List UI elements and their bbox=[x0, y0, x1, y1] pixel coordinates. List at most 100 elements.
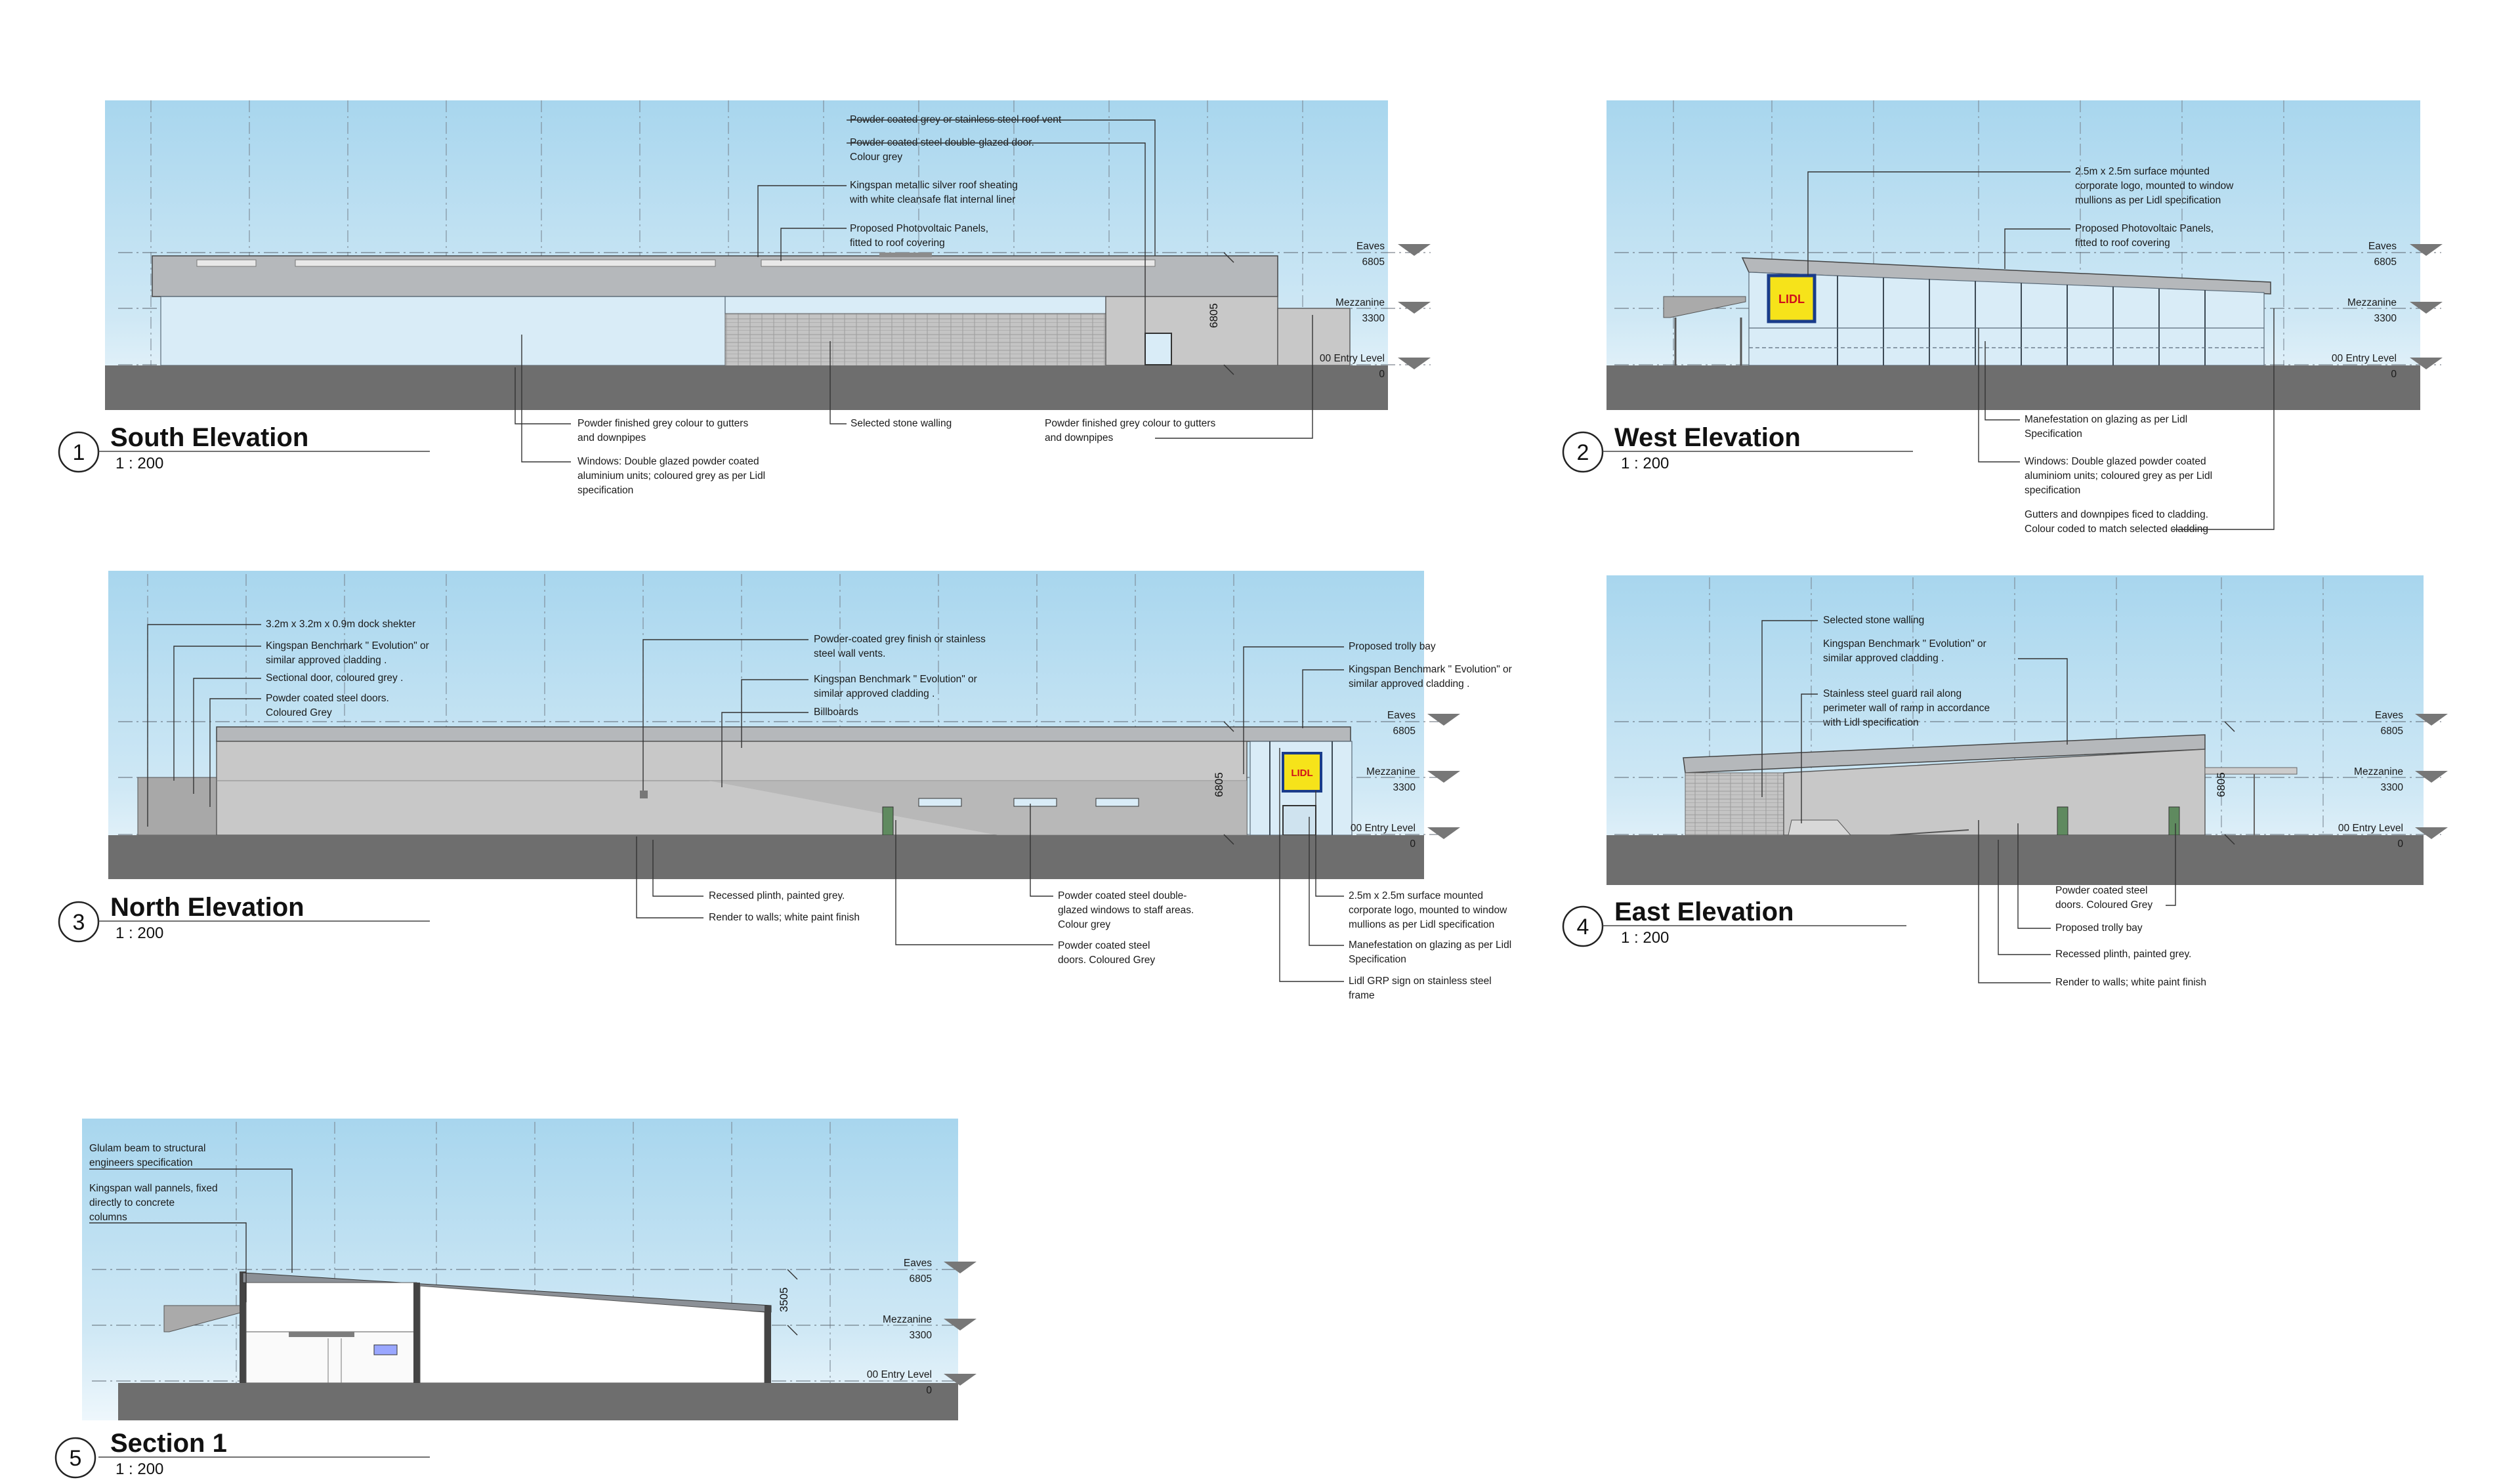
svg-text:Proposed trolly bay: Proposed trolly bay bbox=[1349, 641, 1436, 652]
svg-text:Glulam beam to structural: Glulam beam to structural bbox=[89, 1143, 205, 1154]
svg-text:Eaves: Eaves bbox=[2368, 241, 2397, 252]
building-east bbox=[1683, 734, 2298, 836]
level-markers: Eaves 6805 Mezzanine 3300 00 Entry Level… bbox=[867, 1258, 976, 1396]
svg-text:Coloured Grey: Coloured Grey bbox=[266, 707, 332, 718]
svg-text:Powder coated steel: Powder coated steel bbox=[1058, 940, 1150, 951]
svg-text:Eaves: Eaves bbox=[1356, 241, 1385, 252]
corporate-logo-icon: LIDL bbox=[1291, 768, 1312, 779]
svg-text:Kingspan metallic silver roof: Kingspan metallic silver roof sheating bbox=[850, 180, 1018, 191]
svg-text:3300: 3300 bbox=[1362, 313, 1385, 324]
svg-text:Selected stone walling: Selected stone walling bbox=[1823, 615, 1924, 626]
svg-text:2: 2 bbox=[1577, 440, 1589, 465]
svg-text:and downpipes: and downpipes bbox=[1045, 432, 1114, 443]
svg-text:specification: specification bbox=[2025, 485, 2080, 496]
svg-text:North Elevation: North Elevation bbox=[110, 893, 304, 922]
annotations: Powder coated grey or stainless steel ro… bbox=[514, 114, 1313, 496]
svg-text:steel wall vents.: steel wall vents. bbox=[814, 648, 885, 659]
svg-text:similar approved cladding .: similar approved cladding . bbox=[1823, 653, 1944, 664]
svg-text:corporate logo, mounted to win: corporate logo, mounted to window bbox=[1349, 905, 1507, 916]
svg-text:doors. Coloured Grey: doors. Coloured Grey bbox=[2055, 899, 2152, 911]
svg-text:West Elevation: West Elevation bbox=[1614, 423, 1801, 452]
svg-text:corporate logo, mounted to win: corporate logo, mounted to window bbox=[2075, 180, 2234, 192]
svg-text:East Elevation: East Elevation bbox=[1614, 897, 1794, 926]
svg-text:0: 0 bbox=[926, 1385, 932, 1396]
svg-text:Colour coded to match selected: Colour coded to match selected cladding bbox=[2025, 524, 2208, 535]
view-title-block: 5 Section 1 1 : 200 bbox=[54, 1429, 430, 1479]
view-title-block: 4 East Elevation 1 : 200 bbox=[1562, 897, 1906, 947]
svg-text:Eaves: Eaves bbox=[2375, 710, 2403, 721]
svg-text:Powder coated steel double-: Powder coated steel double- bbox=[1058, 890, 1186, 901]
svg-text:similar approved cladding .: similar approved cladding . bbox=[814, 688, 934, 699]
svg-text:3300: 3300 bbox=[2381, 782, 2404, 793]
svg-text:6805: 6805 bbox=[2381, 726, 2403, 737]
dimension-label: 6805 bbox=[1213, 772, 1225, 797]
ground-section bbox=[108, 835, 1424, 879]
svg-text:5: 5 bbox=[70, 1446, 82, 1471]
svg-text:Section 1: Section 1 bbox=[110, 1429, 227, 1458]
view-north-elevation: LIDL 6805 Eaves 6805 Mezzanine 3300 00 E… bbox=[58, 571, 1512, 1001]
svg-text:Mezzanine: Mezzanine bbox=[2354, 766, 2403, 777]
svg-text:Kingspan Benchmark " Evolutio: Kingspan Benchmark " Evolution" or bbox=[1349, 664, 1512, 675]
svg-text:specification: specification bbox=[578, 485, 633, 496]
corporate-logo-icon: LIDL bbox=[1778, 293, 1805, 306]
svg-text:6805: 6805 bbox=[2374, 257, 2397, 268]
svg-text:perimeter wall of ramp in acco: perimeter wall of ramp in accordance bbox=[1823, 703, 1990, 714]
view-west-elevation: LIDL Eaves 6805 Mezzanine 3300 00 Entry … bbox=[1562, 100, 2443, 535]
svg-text:00 Entry Level: 00 Entry Level bbox=[2338, 823, 2403, 834]
svg-text:Windows: Double glazed powder: Windows: Double glazed powder coated bbox=[2025, 456, 2206, 467]
svg-text:1: 1 bbox=[73, 440, 85, 465]
svg-text:Powder coated steel doors.: Powder coated steel doors. bbox=[266, 693, 389, 704]
svg-text:Specification: Specification bbox=[1349, 954, 1406, 965]
building-section bbox=[163, 1271, 772, 1384]
svg-text:Stainless steel guard rail alo: Stainless steel guard rail along bbox=[1823, 688, 1962, 699]
svg-text:2.5m x 2.5m surface mounted: 2.5m x 2.5m surface mounted bbox=[1349, 890, 1483, 901]
svg-text:Mezzanine: Mezzanine bbox=[1366, 766, 1416, 777]
svg-text:fitted to roof covering: fitted to roof covering bbox=[2075, 237, 2170, 249]
svg-text:Proposed trolly bay: Proposed trolly bay bbox=[2055, 922, 2143, 934]
svg-text:aluminiom units; coloured grey: aluminiom units; coloured grey as per Li… bbox=[2025, 470, 2212, 482]
svg-text:Colour grey: Colour grey bbox=[1058, 919, 1110, 930]
svg-text:00 Entry Level: 00 Entry Level bbox=[2332, 353, 2397, 364]
ground-section bbox=[105, 365, 1388, 410]
svg-text:glazed windows to staff areas.: glazed windows to staff areas. bbox=[1058, 905, 1194, 916]
level-markers: Eaves 6805 Mezzanine 3300 00 Entry Level… bbox=[2332, 241, 2443, 380]
svg-text:3300: 3300 bbox=[910, 1330, 933, 1341]
svg-text:2.5m x 2.5m surface mounted: 2.5m x 2.5m surface mounted bbox=[2075, 166, 2210, 177]
svg-text:Manefestation on glazing as pe: Manefestation on glazing as per Lidl bbox=[1349, 939, 1511, 951]
svg-text:Proposed Photovoltaic Panels,: Proposed Photovoltaic Panels, bbox=[850, 223, 988, 234]
svg-text:Eaves: Eaves bbox=[904, 1258, 932, 1269]
svg-text:Lidl GRP sign on stainless ste: Lidl GRP sign on stainless steel bbox=[1349, 976, 1492, 987]
ground-section bbox=[1606, 835, 2424, 885]
svg-text:doors. Coloured Grey: doors. Coloured Grey bbox=[1058, 955, 1155, 966]
svg-text:Gutters and downpipes ficed to: Gutters and downpipes ficed to cladding. bbox=[2025, 509, 2208, 520]
svg-text:Powder coated steel: Powder coated steel bbox=[2055, 885, 2147, 896]
level-markers: Eaves 6805 Mezzanine 3300 00 Entry Level… bbox=[1320, 241, 1431, 380]
annotations: 3.2m x 3.2m x 0.9m dock shekter Kingspan… bbox=[147, 619, 1512, 1001]
svg-text:Kingspan Benchmark " Evolutio: Kingspan Benchmark " Evolution" or bbox=[814, 674, 977, 685]
view-south-elevation: 6805 Eaves 6805 Mezzanine 3300 00 Entry … bbox=[58, 100, 1431, 496]
svg-text:Recessed plinth, painted grey.: Recessed plinth, painted grey. bbox=[709, 890, 845, 901]
svg-text:1 : 200: 1 : 200 bbox=[1621, 929, 1669, 947]
svg-text:1 : 200: 1 : 200 bbox=[116, 924, 163, 942]
svg-text:3: 3 bbox=[73, 910, 85, 935]
svg-text:6805: 6805 bbox=[910, 1273, 932, 1285]
svg-text:Billboards: Billboards bbox=[814, 707, 858, 718]
svg-text:with Lidl specification: with Lidl specification bbox=[1822, 717, 1919, 728]
svg-text:1 : 200: 1 : 200 bbox=[116, 455, 163, 472]
svg-text:fitted to roof covering: fitted to roof covering bbox=[850, 237, 945, 249]
svg-text:engineers specification: engineers specification bbox=[89, 1157, 193, 1168]
svg-text:Proposed Photovoltaic Panels,: Proposed Photovoltaic Panels, bbox=[2075, 223, 2214, 234]
svg-text:Render to walls; white paint f: Render to walls; white paint finish bbox=[709, 912, 860, 923]
svg-text:Mezzanine: Mezzanine bbox=[1335, 297, 1385, 308]
annotations: 2.5m x 2.5m surface mounted corporate lo… bbox=[1807, 166, 2275, 535]
svg-text:aluminium units; coloured grey: aluminium units; coloured grey as per Li… bbox=[578, 470, 765, 482]
annotations: Glulam beam to structural engineers spec… bbox=[89, 1143, 293, 1302]
svg-text:Windows: Double glazed powder: Windows: Double glazed powder coated bbox=[578, 456, 759, 467]
svg-text:and downpipes: and downpipes bbox=[578, 432, 646, 443]
svg-text:0: 0 bbox=[2397, 838, 2403, 850]
svg-text:Mezzanine: Mezzanine bbox=[883, 1314, 932, 1325]
annotations: Selected stone walling Kingspan Benchmar… bbox=[1761, 615, 2206, 988]
ground-section bbox=[1606, 365, 2420, 410]
svg-text:0: 0 bbox=[1379, 369, 1385, 380]
svg-text:Selected stone walling: Selected stone walling bbox=[850, 418, 952, 429]
